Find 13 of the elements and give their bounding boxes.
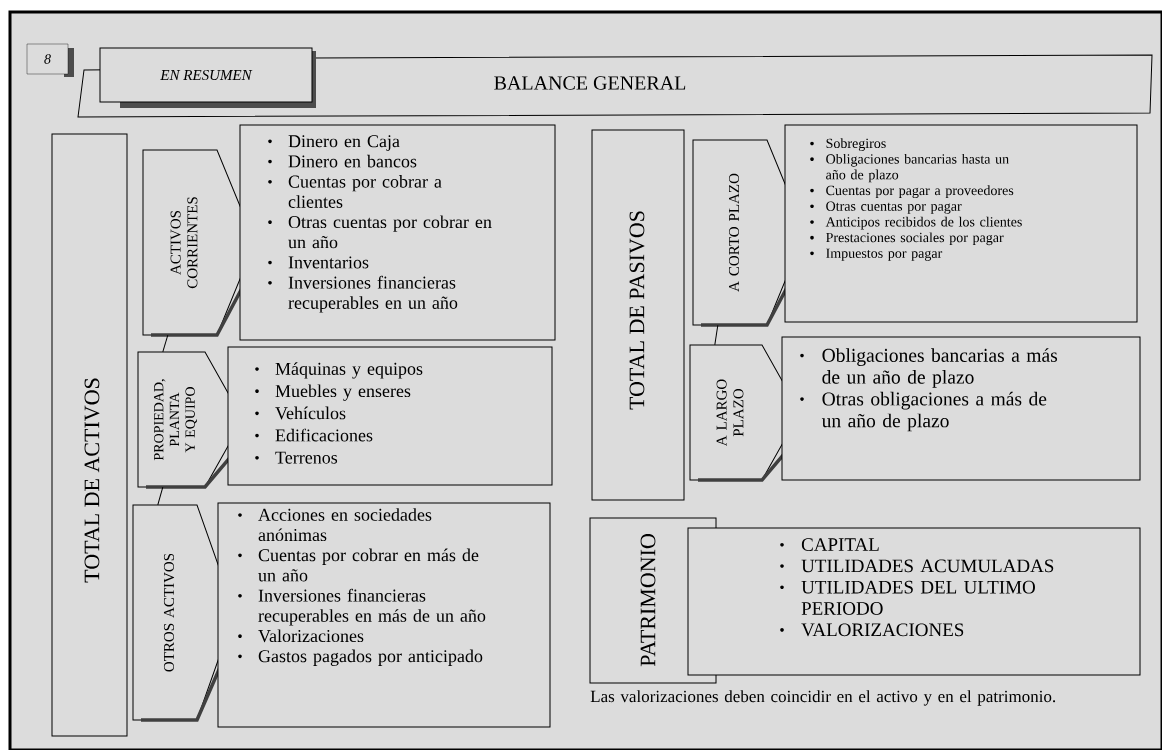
page-number-box: 8 bbox=[26, 43, 74, 77]
connector-line bbox=[157, 486, 164, 506]
category-pentagon: ACTIVOS CORRIENTES bbox=[142, 149, 256, 337]
tab-box: EN RESUMEN bbox=[99, 47, 316, 108]
category-pentagon: PROPIEDAD, PLANTA Y EQUIPO bbox=[137, 351, 244, 489]
category-pentagon: A LARGO PLAZO bbox=[689, 344, 801, 482]
section-box: TOTAL DE PASIVOS bbox=[591, 129, 685, 501]
connector-line bbox=[714, 324, 719, 346]
category-pentagon: OTROS ACTIVOS bbox=[132, 504, 236, 722]
section-box: TOTAL DE ACTIVOS bbox=[51, 133, 128, 737]
connector-line bbox=[162, 334, 169, 353]
category-pentagon: A CORTO PLAZO bbox=[692, 139, 806, 327]
caption: Las valorizaciones deben coincidir en el activo y en el patrimonio. bbox=[590, 690, 1056, 706]
